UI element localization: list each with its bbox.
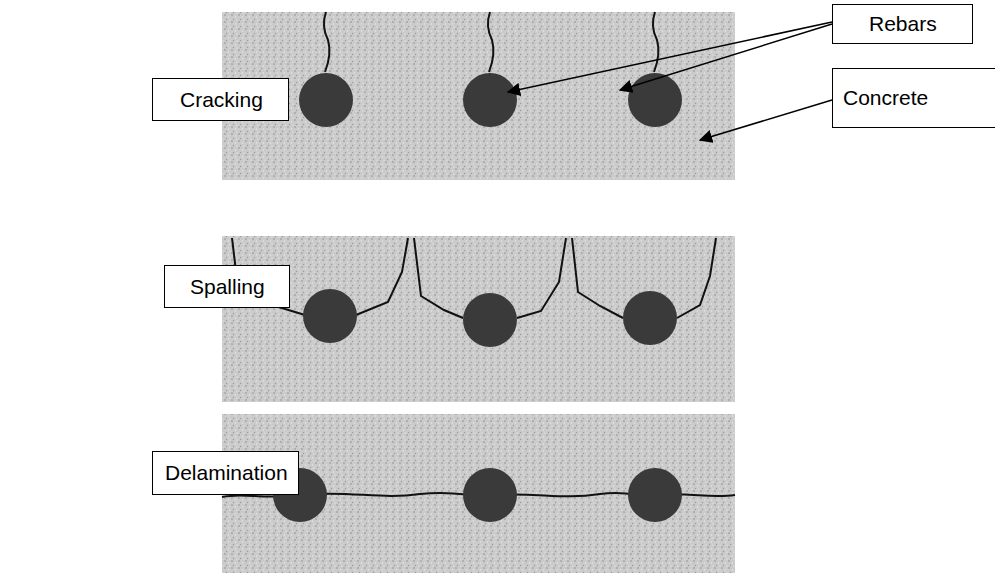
part-label: Delamination [165, 461, 288, 485]
cracking-panel [222, 12, 735, 180]
part-label: Rebars [869, 12, 937, 36]
rebars-label-box: Rebars [832, 4, 973, 44]
delamination-label-box: Delamination [152, 451, 299, 495]
spalling-panel [222, 236, 735, 402]
part-label: Spalling [190, 275, 265, 299]
part-label: Cracking [180, 88, 263, 112]
concrete-label-box: Concrete [832, 68, 995, 128]
spalling-label-box: Spalling [164, 265, 290, 308]
part-label: Concrete [843, 86, 928, 110]
cracking-label-box: Cracking [152, 78, 289, 121]
leader-arrows [508, 22, 832, 140]
